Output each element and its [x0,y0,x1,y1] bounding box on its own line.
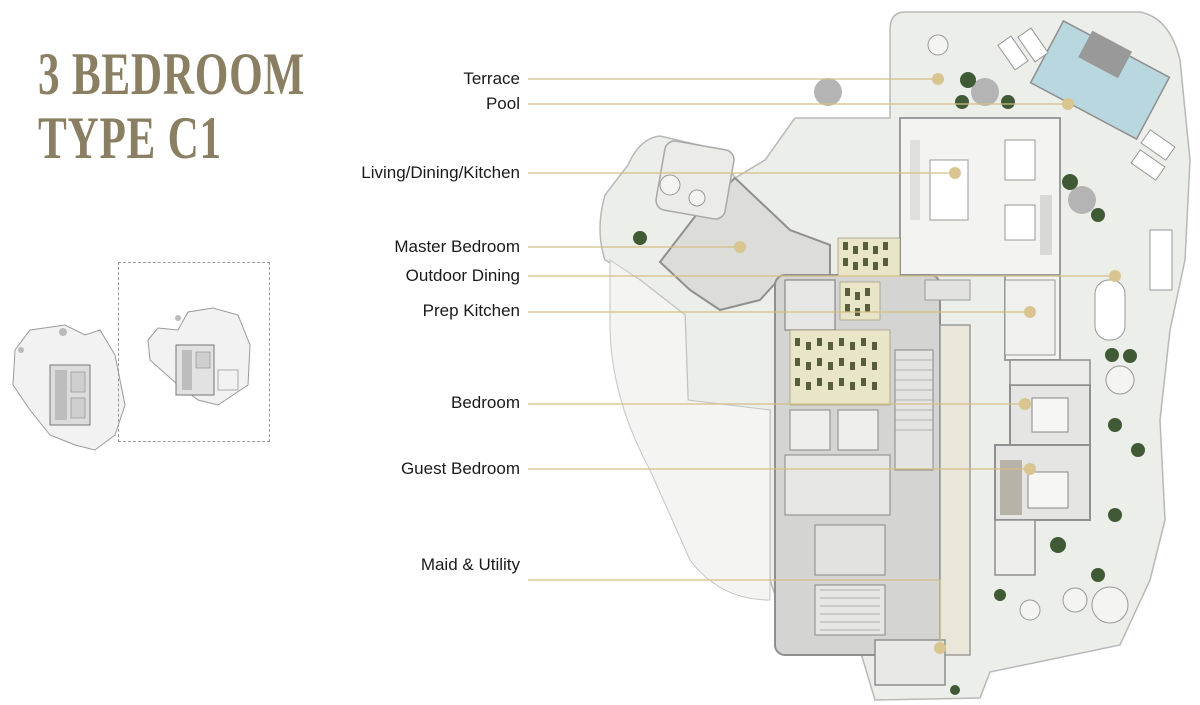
unit-title: 3 BEDROOM TYPE C1 [38,42,305,170]
unit-title-line2: TYPE C1 [38,105,222,171]
label-terrace: Terrace [463,69,520,88]
unit-title-line1: 3 BEDROOM [38,41,305,107]
marker-prep-kitchen [1024,306,1036,318]
marker-maid [934,642,946,654]
key-plan-floor [147,307,251,406]
marker-living [949,167,961,179]
key-plan-tower [12,324,126,451]
marker-terrace [932,73,944,85]
maid-utility-room [874,639,946,686]
key-plan-frame [118,262,270,442]
marker-pool [1062,98,1074,110]
label-master-bedroom: Master Bedroom [394,237,520,256]
label-pool: Pool [485,94,520,113]
marker-outdoor-dining [1109,270,1121,282]
marker-guest [1024,463,1036,475]
label-outdoor-dining: Outdoor Dining [405,266,520,285]
label-maid-utility: Maid & Utility [420,555,520,574]
label-living-dining-kitchen: Living/Dining/Kitchen [361,163,520,182]
label-bedroom: Bedroom [451,393,520,412]
marker-bedroom [1019,398,1031,410]
label-guest-bedroom: Guest Bedroom [400,459,520,478]
marker-master [734,241,746,253]
living-area [899,117,1061,276]
label-prep-kitchen: Prep Kitchen [422,301,520,320]
corridor [939,324,971,656]
